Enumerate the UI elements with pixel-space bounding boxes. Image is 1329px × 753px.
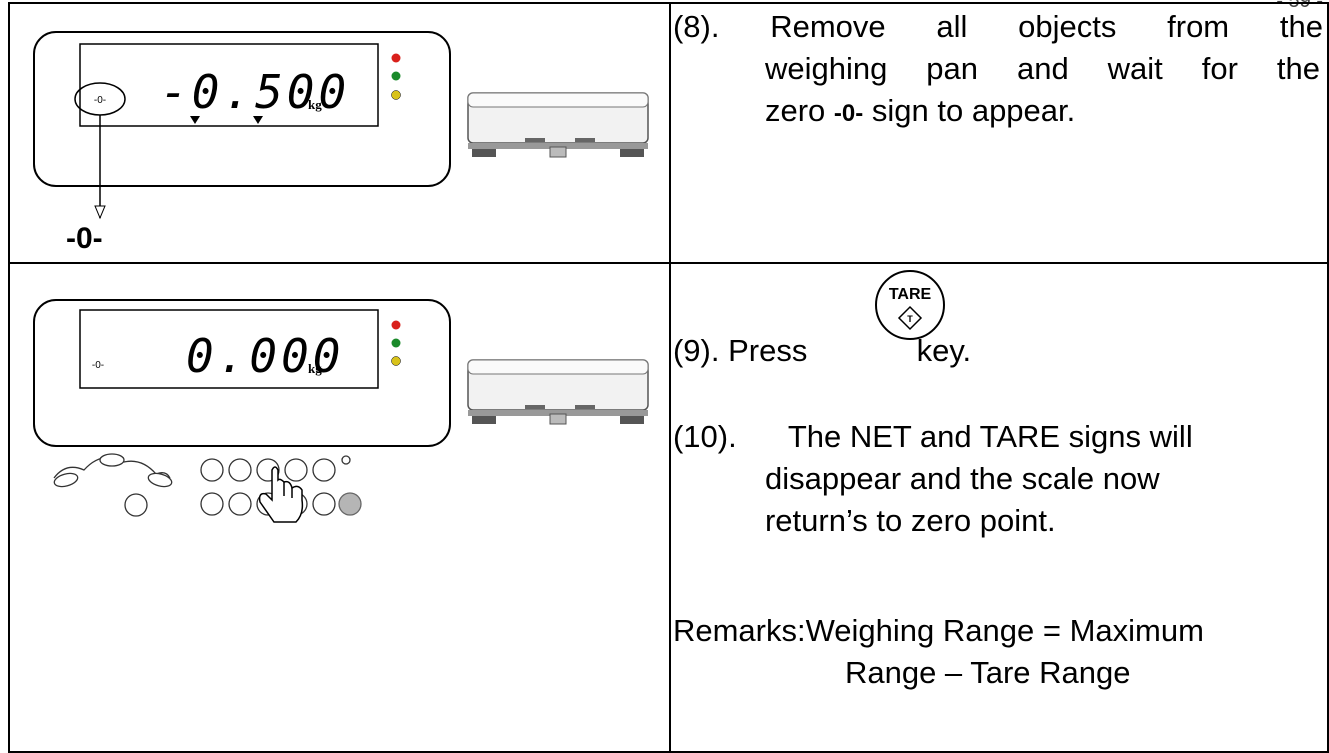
step-10-line-1: (10). The NET and TARE signs will (672, 419, 1193, 454)
step-8-text: (8). Remove all objects from the weighin… (668, 2, 1329, 264)
tare-symbol-icon: T (897, 305, 923, 331)
display-value: 0.000 (186, 329, 344, 383)
step-8-line-3: zero -0- sign to appear. (764, 93, 1076, 128)
zero-indicator-small: -0- (92, 360, 104, 371)
tare-key-label: TARE (889, 286, 932, 303)
step-9-figure: -0- 0.000 kg (8, 262, 671, 753)
led-red-icon (391, 320, 401, 330)
led-red-icon (391, 53, 401, 63)
weighing-platform-icon (467, 359, 649, 425)
step-8-figure: -0- -0.500 kg -0- (8, 2, 671, 264)
scale-display-illustration-8: -0- -0.500 kg -0- (33, 31, 649, 255)
led-green-icon (391, 338, 401, 348)
zero-indicator-small: -0- (94, 95, 106, 106)
step-9-10-text: TARE T (9). Press key. (10). The NET and… (668, 262, 1329, 753)
step-8-line-2: weighing pan and wait for the (764, 51, 1320, 86)
marker-triangle-icon (253, 116, 263, 124)
remarks-line-1: Remarks:Weighing Range = Maximum (672, 613, 1204, 648)
step-9-10-row: -0- 0.000 kg (8, 262, 1329, 753)
unit-label: kg (308, 97, 322, 112)
zero-sign-inline: -0- (833, 100, 864, 127)
lcd-screen (79, 309, 379, 389)
svg-text:T: T (907, 314, 913, 324)
display-value: -0.500 (160, 65, 350, 119)
power-button-icon (338, 492, 362, 516)
scale-display-illustration-9: -0- 0.000 kg (33, 299, 649, 523)
lcd-screen (79, 43, 379, 127)
remarks-line-2: Range – Tare Range (844, 655, 1131, 690)
zero-sign-large: -0- (66, 222, 103, 255)
marker-triangle-icon (190, 116, 200, 124)
led-yellow-icon (391, 90, 401, 100)
arrow-head-icon (94, 205, 106, 220)
step-10-line-2: disappear and the scale now (764, 461, 1160, 496)
step-8-line-1: (8). Remove all objects from the (672, 9, 1323, 44)
tare-key-icon: TARE T (874, 270, 945, 340)
weighing-platform-icon (467, 92, 649, 158)
unit-label: kg (308, 361, 322, 376)
step-8-row: -0- -0.500 kg -0- (8, 2, 1329, 264)
keypad-illustration (53, 453, 362, 517)
step-10-text: (10). The NET and TARE signs will disapp… (673, 416, 1193, 542)
led-yellow-icon (391, 356, 401, 366)
remarks: Remarks:Weighing Range = Maximum Range –… (673, 610, 1204, 694)
step-10-line-3: return’s to zero point. (764, 503, 1056, 538)
pointing-hand-icon (258, 466, 304, 523)
instruction-table: -0- -0.500 kg -0- (8, 2, 1329, 753)
step-9-line: (9). Press key. (672, 333, 972, 368)
led-green-icon (391, 71, 401, 81)
